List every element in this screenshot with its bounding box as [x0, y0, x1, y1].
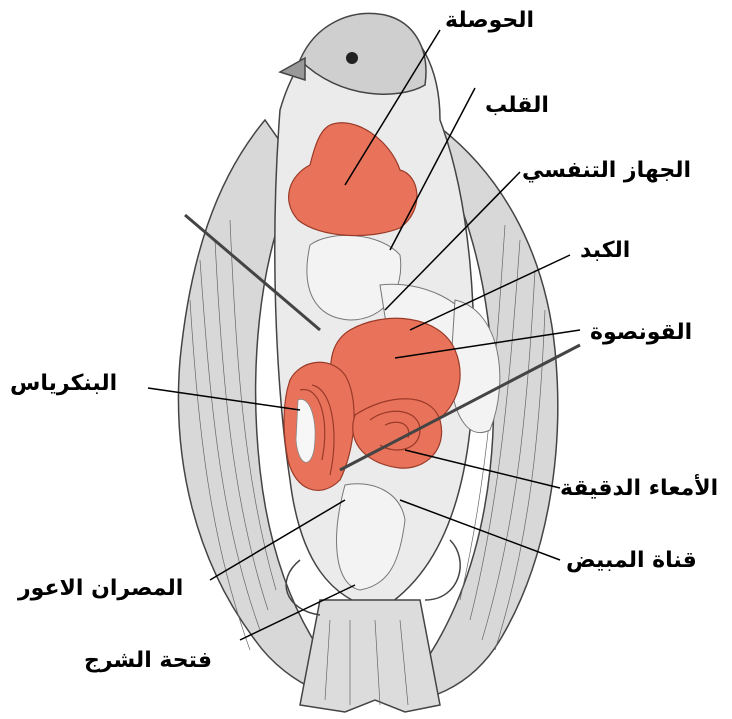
- label-heart: القلب: [485, 95, 549, 117]
- label-gizzard: القونصوة: [590, 322, 692, 344]
- label-cloaca: فتحة الشرج: [84, 650, 212, 672]
- label-liver: الكبد: [580, 240, 630, 262]
- label-caeca: المصران الاعور: [18, 578, 183, 600]
- label-pancreas: البنكرياس: [10, 373, 117, 395]
- label-crop: الحوصلة: [445, 10, 534, 32]
- label-small-intestine: الأمعاء الدقيقة: [560, 478, 718, 500]
- label-respiratory: الجهاز التنفسي: [522, 160, 691, 182]
- label-oviduct: قناة المبيض: [566, 550, 697, 572]
